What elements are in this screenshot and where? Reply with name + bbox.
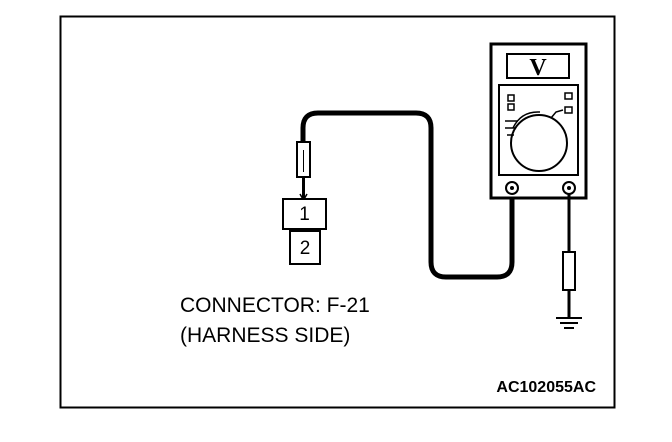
voltmeter: V [489, 42, 588, 200]
connector-pin-1-cell [282, 198, 327, 230]
ground-icon [556, 317, 582, 329]
dial-pointer [550, 109, 564, 119]
dial-scale-arc [512, 111, 541, 129]
ground-lead [562, 194, 576, 318]
connector-pin-1: 1 [299, 204, 310, 225]
harness-side-label: (HARNESS SIDE) [180, 324, 350, 347]
switch-icon [564, 92, 573, 100]
connector-pin-2-cell [289, 230, 321, 265]
voltmeter-symbol: V [529, 55, 547, 81]
connector-pin-2: 2 [300, 238, 311, 259]
test-lead-wire [300, 110, 515, 280]
switch-icon [507, 103, 515, 111]
connector-f21: 1 2 [282, 198, 327, 265]
dial-range-marks [505, 120, 518, 136]
back-probe [296, 141, 311, 201]
voltmeter-display [506, 53, 570, 79]
connector-label: CONNECTOR: F-21 [180, 294, 370, 317]
selector-dial [510, 114, 568, 172]
switch-icon [564, 106, 573, 114]
switch-icon [507, 94, 515, 102]
diagram-frame [59, 15, 616, 409]
figure-code: AC102055AC [496, 379, 596, 396]
